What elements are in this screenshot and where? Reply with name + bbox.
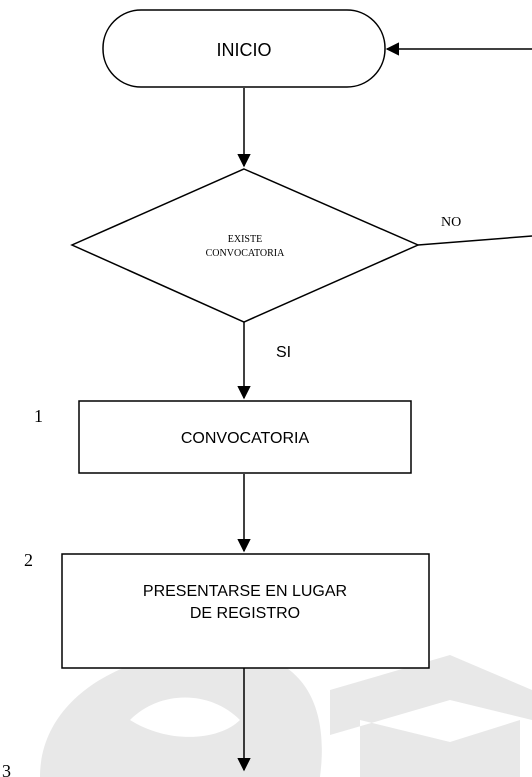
step1-label: CONVOCATORIA [181,430,310,447]
start-terminal [102,9,386,88]
decision-label-line2: CONVOCATORIA [206,248,285,259]
graduation-cap-icon [330,655,532,777]
laurel-leaf-icon [40,650,322,777]
decision-label-line1: EXISTE [228,234,262,245]
step3-number: 3 [2,761,11,777]
step2-label-line2: DE REGISTRO [190,605,300,622]
step1-process-box [78,400,412,474]
branch-no-label: NO [441,215,461,230]
step1-number: 1 [34,406,43,426]
branch-yes-label: SI [276,344,291,361]
step2-number: 2 [24,550,33,570]
watermark-logo [40,650,532,777]
branch-no-line [417,235,532,246]
step2-label-line1: PRESENTARSE EN LUGAR [143,583,347,600]
decision-diamond [70,168,420,323]
step2-process-box [61,553,430,669]
start-label: INICIO [216,40,271,60]
